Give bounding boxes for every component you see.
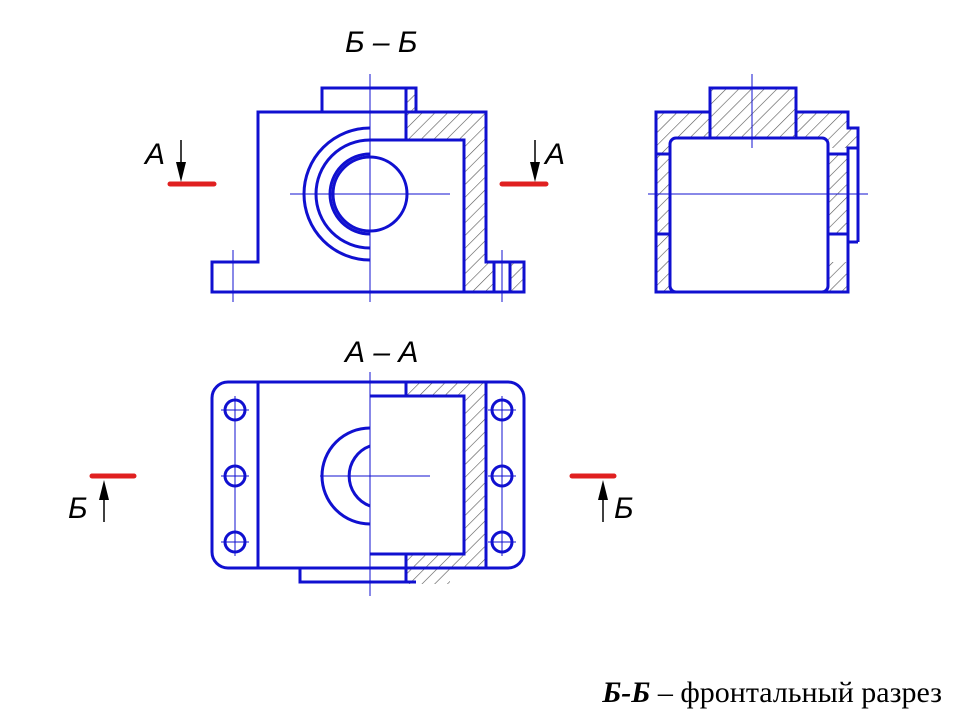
side-view xyxy=(648,74,868,294)
front-view-hatching xyxy=(406,88,524,292)
side-view-outline xyxy=(654,86,860,294)
cutting-plane-letter: А xyxy=(143,138,165,171)
top-view-section-a: А – А xyxy=(68,336,634,596)
front-view-title: Б – Б xyxy=(345,26,417,59)
cutting-plane-letter: А xyxy=(543,138,565,171)
cutting-plane-a-right: А xyxy=(499,138,565,187)
caption-section-name: Б-Б xyxy=(602,676,651,709)
cutting-plane-letter: Б xyxy=(68,492,88,525)
arrow-down-icon xyxy=(530,162,540,182)
side-view-hatching xyxy=(656,88,858,292)
side-view-centerlines xyxy=(648,74,868,195)
arrow-up-icon xyxy=(99,480,109,500)
caption-description: фронтальный разрез xyxy=(680,676,942,709)
top-view-centerlines xyxy=(221,372,516,596)
cutting-plane-b-left: Б xyxy=(68,473,137,525)
cutting-plane-a-left: А xyxy=(143,138,217,187)
slide-caption: Б-Б – фронтальный разрез xyxy=(602,676,942,710)
cutting-plane-b-right: Б xyxy=(569,473,634,525)
arrow-up-icon xyxy=(598,480,608,500)
cutting-plane-letter: Б xyxy=(614,492,634,525)
front-view-section-b: Б – Б xyxy=(143,26,565,302)
top-view-hatching xyxy=(406,382,486,584)
caption-dash: – xyxy=(650,676,681,709)
arrow-down-icon xyxy=(176,162,186,182)
top-view-title: А – А xyxy=(343,336,418,369)
front-view-centerlines xyxy=(232,74,503,302)
